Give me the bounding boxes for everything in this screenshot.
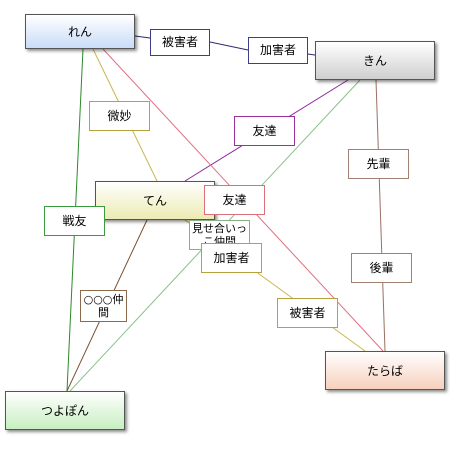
edge-label-ten-tsuyoponn[interactable]: ○○○仲間 <box>80 290 127 322</box>
node-kin[interactable]: きん <box>315 41 435 80</box>
node-tsuyoponn[interactable]: つよぽん <box>5 391 125 430</box>
edge-label-ren-kin-victim[interactable]: 被害者 <box>150 29 210 56</box>
node-ren[interactable]: れん <box>25 14 135 49</box>
edge-label-kin-tarabaa-junior[interactable]: 後輩 <box>351 253 412 283</box>
edge-label-ren-tsuyoponn[interactable]: 戦友 <box>44 206 105 236</box>
node-tarabaa[interactable]: たらば <box>325 351 445 390</box>
edge-label-ren-tarabaa[interactable]: 友達 <box>204 185 265 215</box>
edge-label-ren-kin-assailant[interactable]: 加害者 <box>248 37 308 64</box>
edge-label-kin-tarabaa-senior[interactable]: 先輩 <box>348 149 409 179</box>
edge-label-ten-tarabaa-assailant[interactable]: 加害者 <box>201 243 262 273</box>
node-ten[interactable]: てん <box>95 181 215 220</box>
edge-kin-tarabaa <box>375 79 386 352</box>
edge-label-ten-tarabaa-victim[interactable]: 被害者 <box>277 298 338 328</box>
edge-label-kin-ten[interactable]: 友達 <box>234 116 295 146</box>
edge-label-ren-ten[interactable]: 微妙 <box>89 101 150 131</box>
